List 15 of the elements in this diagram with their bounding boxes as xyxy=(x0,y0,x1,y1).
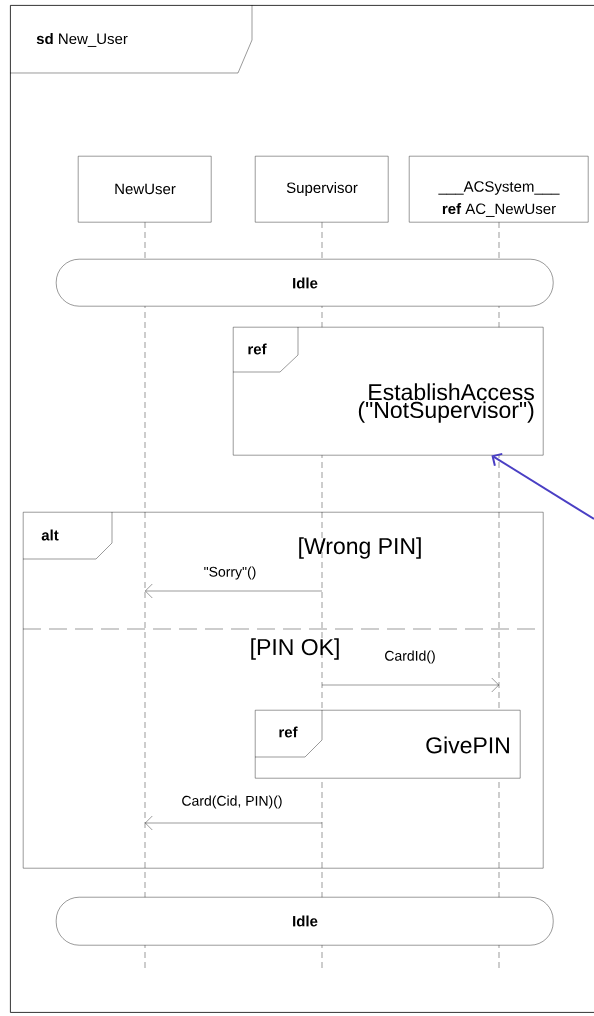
message-arrow xyxy=(145,583,323,599)
lifeline-head: Supervisor xyxy=(255,156,389,223)
interaction-use-box: ref EstablishAccess ("NotSupervisor") xyxy=(232,326,544,456)
message-arrow xyxy=(145,815,323,831)
state-box: Idle xyxy=(56,259,554,307)
interaction-use-box: ref GivePIN xyxy=(254,709,521,779)
edge-label: CardId() xyxy=(383,649,437,665)
lifeline-head: ___ACSystem___ ref AC_NewUser xyxy=(409,156,589,223)
lifeline-head: NewUser xyxy=(78,156,212,223)
edge-label: "Sorry"() xyxy=(202,565,258,581)
state-box: Idle xyxy=(56,897,554,946)
arrow xyxy=(491,452,594,520)
message-arrow xyxy=(321,677,499,693)
edge-label: Card(Cid, PIN)() xyxy=(180,794,284,810)
lifeline xyxy=(144,221,146,971)
